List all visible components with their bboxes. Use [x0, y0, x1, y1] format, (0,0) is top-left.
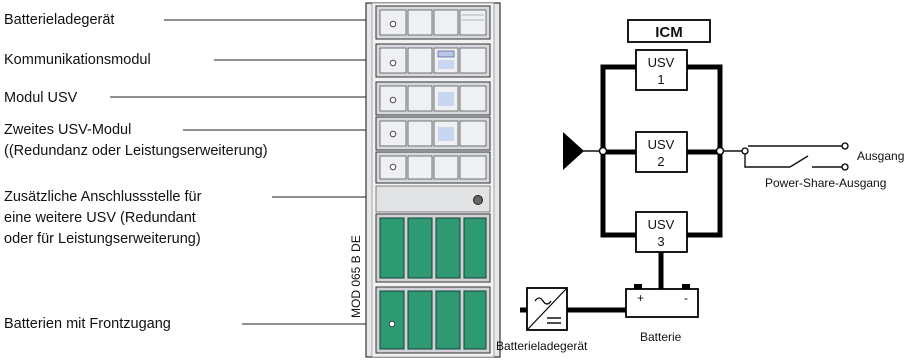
left-labels: Batterieladegerät Kommunikationsmodul Mo… [4, 12, 395, 332]
ups-3-number: 3 [657, 234, 664, 249]
module-second-ups [375, 116, 491, 151]
output-terminal [841, 142, 849, 150]
battery-cell [379, 290, 405, 350]
label-second-ups-1: Zweites USV-Modul [4, 122, 131, 138]
ups-3-box [635, 211, 688, 253]
battery-tray-lower [375, 286, 491, 354]
ups-1-label: USV [648, 55, 675, 70]
ups-2-box [635, 131, 688, 173]
battery-cell [407, 217, 433, 279]
indicator-dot [389, 96, 397, 104]
battery-box [625, 288, 699, 318]
battery-cell [435, 290, 461, 350]
input-arrow-icon [563, 132, 584, 170]
battery-tray-upper [375, 213, 491, 283]
ac-symbol-icon [534, 297, 552, 305]
label-extra-1: Zusätzliche Anschlussstelle für [4, 189, 202, 205]
indicator-dot [389, 130, 397, 138]
empty-bay [375, 185, 491, 213]
indicator-dot [389, 59, 397, 67]
battery-cell [379, 217, 405, 279]
battery-cell [435, 217, 461, 279]
label-extra-3: oder für Leistungserweiterung) [4, 231, 201, 247]
battery-cell [463, 217, 487, 279]
module-comm [375, 43, 491, 78]
ups-2-label: USV [648, 137, 675, 152]
ups-cabinet: MOD 065 B DE [349, 2, 501, 358]
ups-3-label: USV [648, 217, 675, 232]
module-charger [375, 5, 491, 40]
label-extra-2: eine weitere USV (Redundant [4, 210, 196, 226]
indicator-dot [389, 163, 397, 171]
battery-label: Batterie [640, 330, 682, 344]
keypad-icon [438, 60, 454, 69]
display-icon [437, 50, 455, 58]
indicator-dot [389, 20, 397, 28]
module-extra-slot [375, 151, 491, 184]
icm-label: ICM [655, 24, 683, 41]
charger-label: Batterieladegerät [496, 339, 588, 353]
ups-2-number: 2 [657, 154, 664, 169]
label-second-ups-2: ((Redundanz oder Leistungserweiterung) [4, 143, 268, 159]
icm-box [627, 19, 711, 43]
label-ups-module: Modul USV [4, 90, 78, 106]
output-label: Ausgang [857, 149, 904, 163]
battery-plus-sign: + [637, 291, 644, 305]
ups-1-box [635, 49, 688, 91]
panel-icon [438, 92, 454, 106]
indicator-dot [388, 320, 396, 328]
module-ups [375, 81, 491, 116]
battery-cell [407, 290, 433, 350]
label-comm: Kommunikationsmodul [4, 52, 151, 68]
output-junction-node [715, 146, 725, 156]
junction-node [598, 146, 608, 156]
label-batteries: Batterien mit Frontzugang [4, 316, 171, 332]
power-share-terminal [841, 163, 849, 171]
knob-icon [473, 195, 483, 205]
schematic: ICM USV 1 USV 2 USV 3 Ausgang Power-Shar… [496, 19, 904, 353]
battery-terminal-minus [682, 284, 690, 289]
switch-icon [789, 155, 809, 168]
cabinet-code: MOD 065 B DE [349, 235, 363, 318]
battery-minus-sign: - [684, 291, 688, 305]
ups-1-number: 1 [657, 72, 664, 87]
power-share-label: Power-Share-Ausgang [765, 176, 886, 190]
battery-terminal-plus [634, 284, 642, 289]
label-charger: Batterieladegerät [4, 12, 114, 28]
battery-cell [463, 290, 487, 350]
panel-icon [438, 127, 454, 141]
